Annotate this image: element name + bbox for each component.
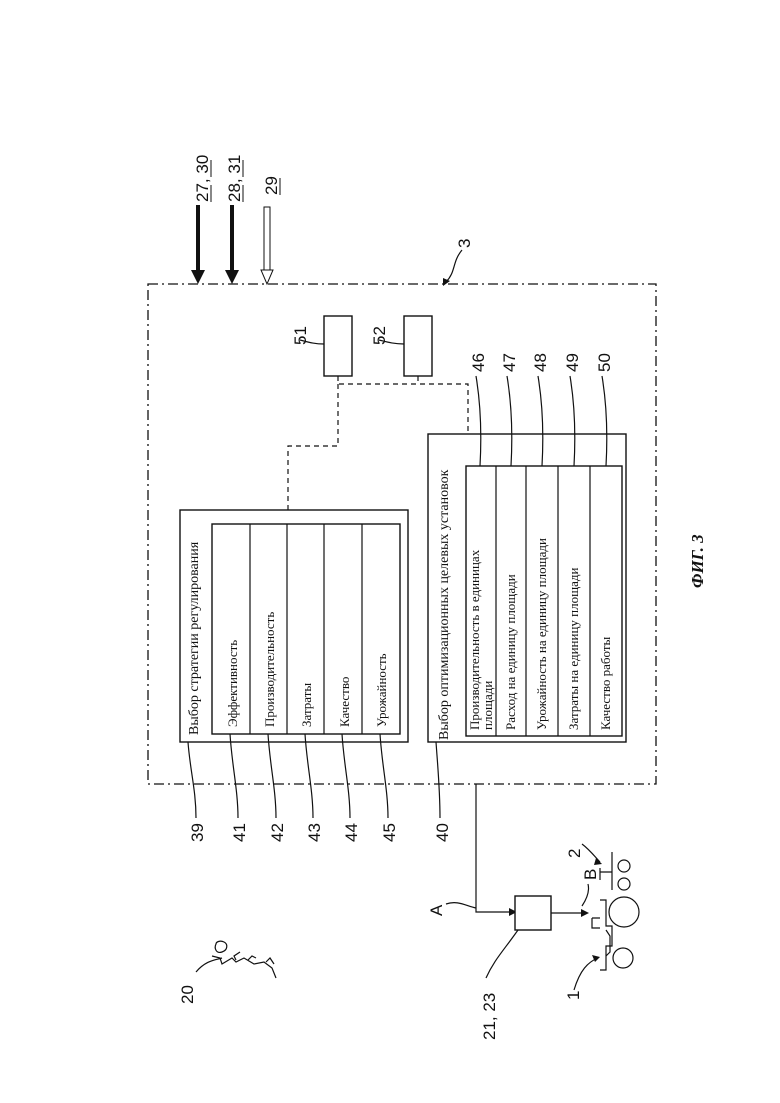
controller-box (515, 896, 551, 930)
operator-ref: 20 (178, 985, 197, 1004)
strategy-title: Выбор стратегии регулирования (187, 541, 202, 735)
svg-text:27, 30: 27, 30 (193, 155, 212, 202)
optimization-item-costs: Затраты на единицу площади (566, 568, 581, 730)
input-label-27-30: 27, 30 (193, 155, 212, 202)
input-label-29: 29 (262, 176, 281, 195)
optimization-item-area-productivity-line2: площади (480, 681, 495, 730)
optimization-item-ref-50: 50 (595, 353, 614, 372)
system-leader (446, 250, 462, 282)
strategy-item-productivity: Производительность (262, 612, 277, 727)
input-arrows (191, 205, 273, 284)
strategy-item-ref-45: 45 (380, 823, 399, 842)
strategy-block: Выбор стратегии регулирования Эффективно… (180, 510, 408, 742)
implement-ref: 2 (565, 849, 584, 858)
optimization-item-ref-46: 46 (469, 353, 488, 372)
controller-ref: 21, 23 (480, 993, 499, 1040)
strategy-item-costs: Затраты (299, 683, 314, 727)
optimization-item-ref-48: 48 (531, 353, 550, 372)
strategy-leaders (188, 734, 388, 818)
optimization-item-consumption: Расход на единицу площади (503, 574, 518, 730)
optimization-block: Выбор оптимизационных целевых установок … (428, 434, 626, 742)
signal-a-label: A (427, 904, 446, 916)
optimization-ref: 40 (433, 823, 452, 842)
signal-a-line (476, 784, 515, 912)
optimization-item-yield: Урожайность на единицу площади (534, 538, 549, 730)
optimization-title: Выбор оптимизационных целевых установок (437, 469, 452, 740)
tractor-icon (592, 897, 639, 970)
svg-text:29: 29 (262, 176, 281, 195)
strategy-item-ref-41: 41 (230, 823, 249, 842)
module-52 (404, 316, 432, 376)
optimization-item-quality: Качество работы (598, 636, 613, 730)
system-ref: 3 (455, 239, 474, 248)
svg-text:28, 31: 28, 31 (225, 155, 244, 202)
optimization-item-ref-47: 47 (500, 353, 519, 372)
input-label-28-31: 28, 31 (225, 155, 244, 202)
strategy-item-ref-43: 43 (305, 823, 324, 842)
optimization-item-ref-49: 49 (563, 353, 582, 372)
strategy-item-efficiency: Эффективность (225, 640, 240, 727)
input-arrow-29 (264, 207, 270, 271)
strategy-item-yield: Урожайность (374, 653, 389, 727)
implement-icon (600, 852, 630, 890)
strategy-item-ref-44: 44 (342, 823, 361, 842)
operator-icon (212, 941, 276, 978)
signal-b-label: B (581, 869, 600, 880)
machine-ref: 1 (564, 991, 583, 1000)
figure-caption: ФИГ. 3 (688, 534, 707, 588)
module-51 (324, 316, 352, 376)
strategy-item-quality: Качество (337, 677, 352, 727)
strategy-item-ref-42: 42 (268, 823, 287, 842)
strategy-ref: 39 (188, 823, 207, 842)
